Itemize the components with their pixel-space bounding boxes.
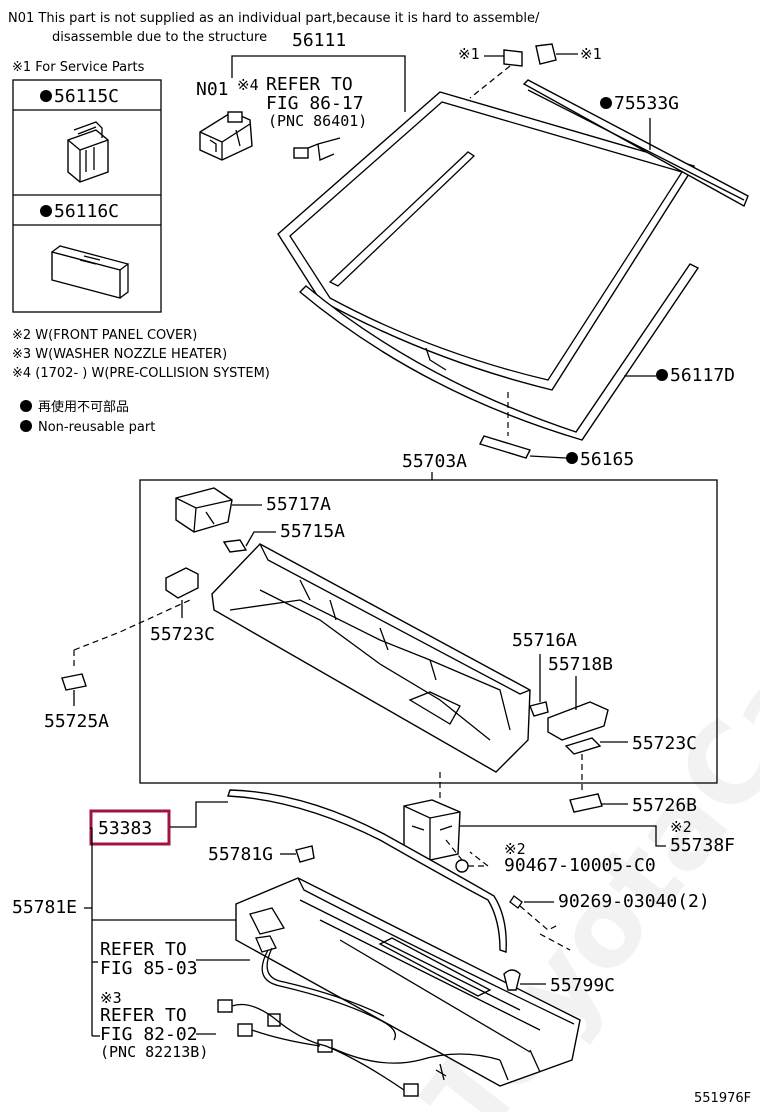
label-90269-03040: 90269-03040(2) <box>558 891 710 912</box>
label-55715a: 55715A <box>280 521 345 542</box>
washer-hose-drawing <box>255 935 397 1041</box>
pad-55723c-right-drawing <box>564 737 602 755</box>
label-star1-right: ※1 <box>580 45 602 63</box>
label-fig-82-02: FIG 82-02 <box>100 1024 198 1045</box>
strip-56116c-drawing <box>51 245 130 299</box>
cowl-top-panel-55781e-drawing <box>235 877 581 1087</box>
label-56117d: 56117D <box>670 365 735 386</box>
label-55718b: 55718B <box>548 654 613 675</box>
label-refer-to-2: REFER TO <box>100 939 187 960</box>
nozzle-55799c-drawing <box>503 969 521 991</box>
strip-56165-drawing <box>479 435 531 459</box>
label-55716a: 55716A <box>512 630 577 651</box>
label-55781e: 55781E <box>12 897 77 918</box>
legend-jp: 再使用不可部品 <box>38 399 129 415</box>
sensor-connector-drawing <box>293 137 341 161</box>
assembly-55703a-frame <box>139 479 718 784</box>
bracket-n01-drawing <box>199 111 253 161</box>
cowl-panel-55703a-drawing <box>211 543 531 773</box>
label-55703a: 55703A <box>402 451 467 472</box>
legend-en: Non-reusable part <box>38 420 155 435</box>
bracket-55717a-drawing <box>175 487 233 533</box>
note-w2: ※2 W(FRONT PANEL COVER) <box>12 328 197 343</box>
label-fig-86-17: FIG 86-17 <box>266 93 364 114</box>
note-n01-line2: disassemble due to the structure <box>52 30 267 45</box>
label-fig-85-03: FIG 85-03 <box>100 958 198 979</box>
bracket-55718b-drawing <box>547 701 609 741</box>
clip-56115c-drawing <box>67 121 109 183</box>
non-reusable-legend-icon <box>20 400 32 412</box>
label-55726b: 55726B <box>632 795 697 816</box>
label-90467-10005-c0: 90467-10005-C0 <box>504 855 656 876</box>
heater-harness-drawing <box>217 999 501 1097</box>
label-star4: ※4 <box>237 76 259 94</box>
note-w3: ※3 W(WASHER NOZZLE HEATER) <box>12 347 227 362</box>
service-parts-box: 56115C 56116C <box>12 79 162 313</box>
non-reusable-dot-icon <box>600 97 612 109</box>
screw-90269-drawing <box>509 895 571 951</box>
label-55781g: 55781G <box>208 844 273 865</box>
molding-56117d-drawing <box>298 263 700 441</box>
non-reusable-dot-icon <box>40 90 52 102</box>
non-reusable-dot-icon <box>656 369 668 381</box>
note-service-parts: ※1 For Service Parts <box>12 60 145 75</box>
note-n01-line1: N01 This part is not supplied as an indi… <box>8 11 540 26</box>
non-reusable-dot-icon <box>40 205 52 217</box>
label-55723c-right: 55723C <box>632 733 697 754</box>
non-reusable-dot-icon <box>566 452 578 464</box>
label-55738f: 55738F <box>670 835 735 856</box>
pad-55726b-drawing <box>569 793 603 813</box>
label-55725a: 55725A <box>44 711 109 732</box>
non-reusable-legend-icon <box>20 420 32 432</box>
service-part-56116c: 56116C <box>54 201 119 222</box>
label-75533g: 75533G <box>614 93 679 114</box>
label-55723c-left: 55723C <box>150 624 215 645</box>
label-pnc-86401: (PNC 86401) <box>268 112 367 130</box>
label-n01: N01 <box>196 79 229 100</box>
label-55717a: 55717A <box>266 494 331 515</box>
label-53383: 53383 <box>98 818 152 839</box>
note-w4: ※4 (1702- ) W(PRE-COLLISION SYSTEM) <box>12 366 270 381</box>
label-star2-left: ※2 <box>504 840 526 858</box>
pad-55715a-drawing <box>222 539 248 553</box>
label-refer-to-1: REFER TO <box>266 74 353 95</box>
pad-55723c-left-drawing <box>165 567 199 599</box>
clip-55781g-drawing <box>295 845 315 863</box>
seal-53383-drawing <box>227 789 507 953</box>
label-refer-to-3: REFER TO <box>100 1005 187 1026</box>
service-strip-icon <box>503 49 523 67</box>
label-55799c: 55799C <box>550 975 615 996</box>
molding-75533g-drawing <box>522 79 749 207</box>
windshield-glass-drawing <box>277 91 696 391</box>
label-pnc-82213b: (PNC 82213B) <box>100 1043 208 1061</box>
bracket-56111 <box>231 55 406 112</box>
label-star1-left: ※1 <box>458 45 480 63</box>
pad-55725a-drawing <box>61 673 87 691</box>
figure-id: 551976F <box>694 1091 751 1106</box>
service-part-56115c: 56115C <box>54 86 119 107</box>
label-star2-right: ※2 <box>670 818 692 836</box>
label-56111: 56111 <box>292 30 346 51</box>
label-56165: 56165 <box>580 449 634 470</box>
pad-55716a-drawing <box>529 701 549 717</box>
label-star3: ※3 <box>100 989 122 1007</box>
clip-90467-drawing <box>455 859 469 873</box>
service-clip-icon <box>535 43 557 65</box>
